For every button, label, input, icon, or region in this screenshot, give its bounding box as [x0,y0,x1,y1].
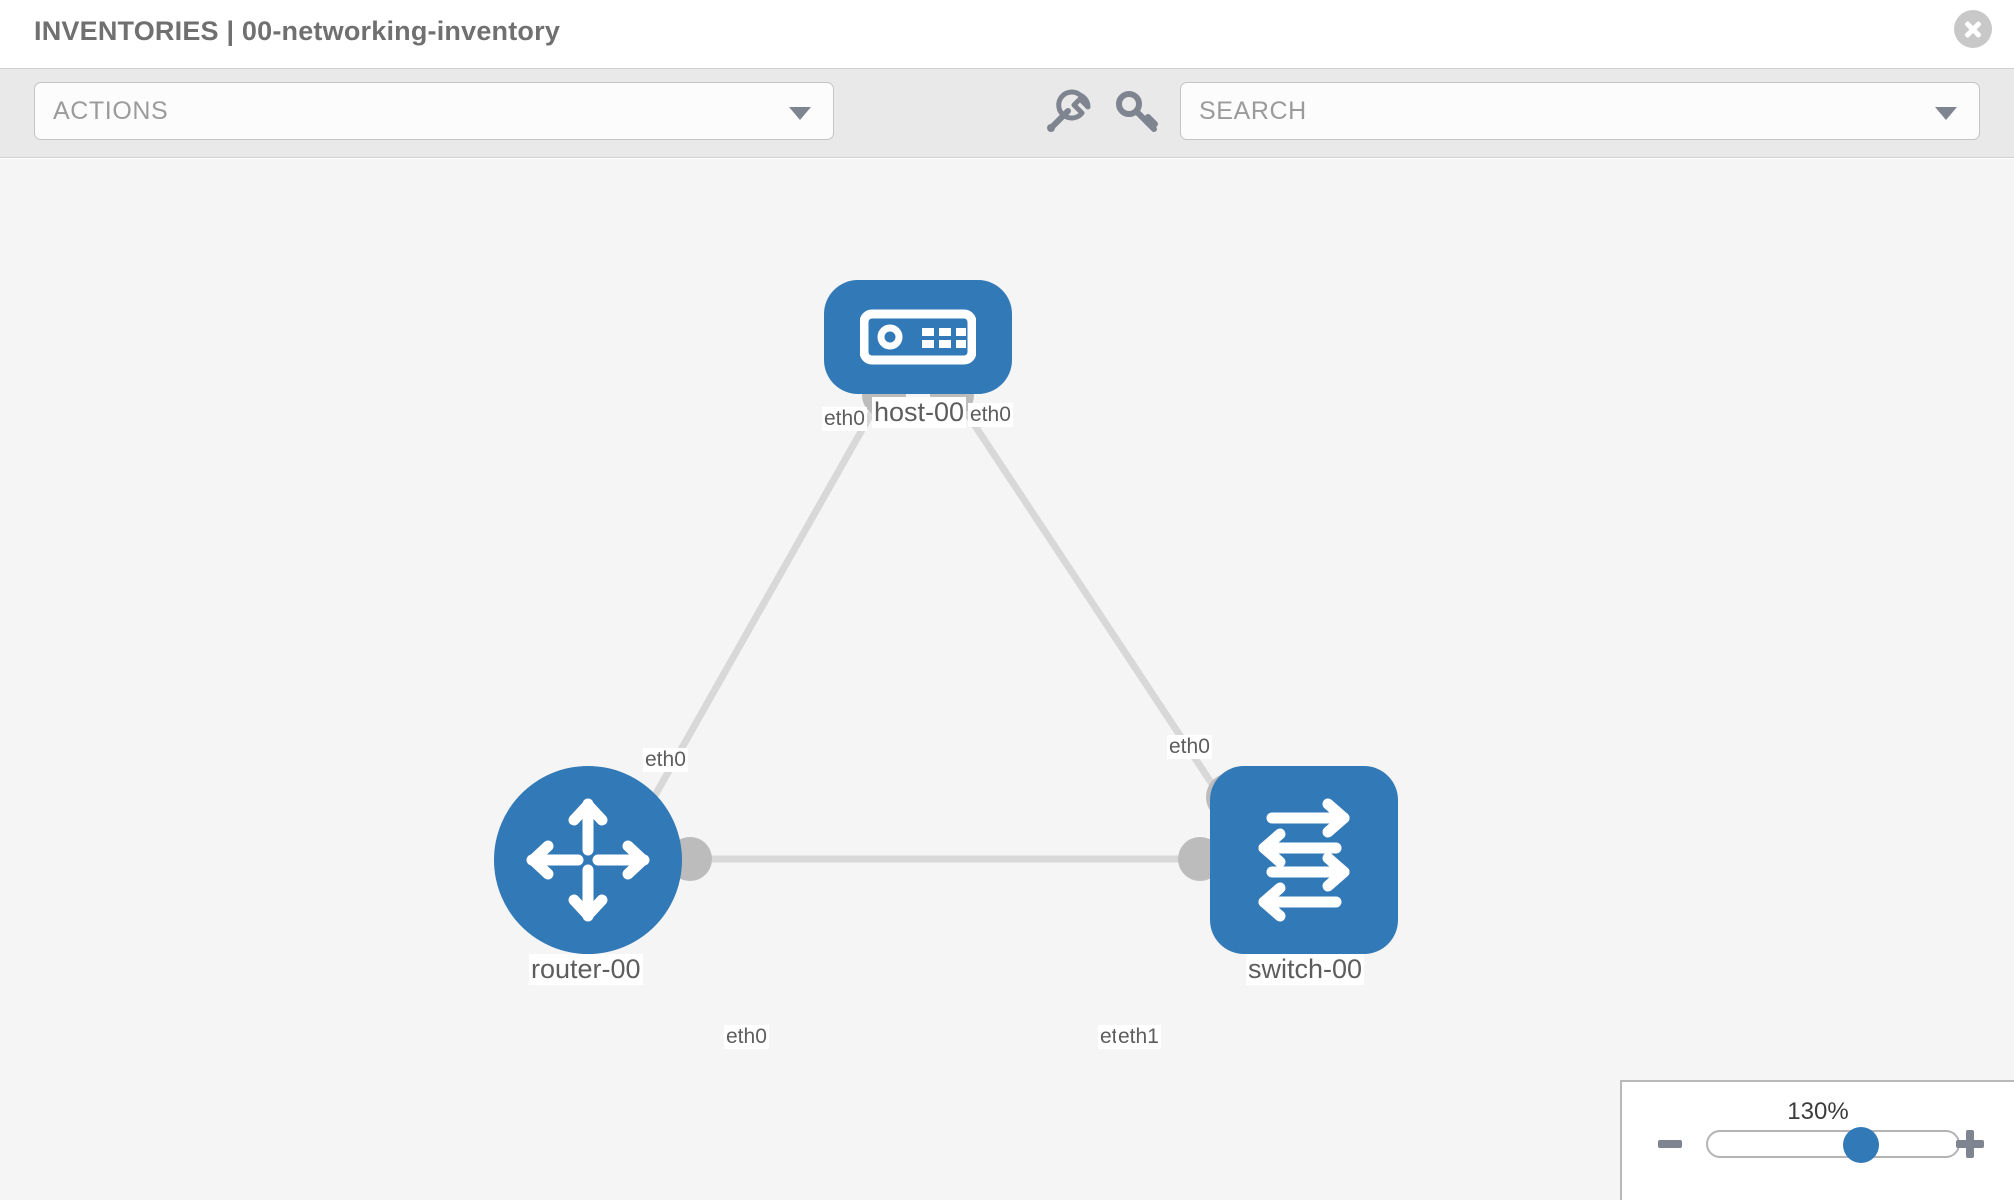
node-host-00-label: host-00 [872,397,967,428]
topology-canvas[interactable]: host-00 router-00 [0,159,2014,1200]
search-input[interactable]: SEARCH [1180,82,1980,140]
topology-edges [632,389,1225,863]
node-switch-00-label: switch-00 [1246,954,1365,985]
page-title: INVENTORIES | 00-networking-inventory [34,16,561,46]
edge-label-router-switch: eth0 [724,1025,769,1049]
page-header: INVENTORIES | 00-networking-inventory [0,0,2014,68]
zoom-percent-label: 130% [1787,1098,1849,1125]
switch-arrows-icon [1258,798,1350,922]
close-icon[interactable] [1954,10,1992,48]
edge-label-switch-router: eth1 [1116,1025,1161,1049]
edge-label-host-switch: eth0 [968,403,1013,427]
node-host-00-shape[interactable] [824,280,1012,394]
zoom-slider-thumb[interactable] [1843,1127,1879,1163]
zoom-control-panel: 130% [1620,1080,2014,1200]
router-arrows-icon [526,798,650,922]
node-router-00-shape[interactable] [494,766,682,954]
wrench-icon[interactable] [1040,85,1092,137]
edge-label-router-host: eth0 [643,748,688,772]
node-router-00-label: router-00 [529,954,643,985]
edge-label-switch-host: eth0 [1167,735,1212,759]
search-placeholder: SEARCH [1199,97,1307,125]
plus-icon[interactable] [1956,1130,1984,1158]
key-icon[interactable] [1110,85,1162,137]
edge-label-host-router: eth0 [822,407,867,431]
node-switch-00[interactable] [1210,766,1398,954]
node-router-00[interactable] [494,766,682,954]
actions-dropdown-label: ACTIONS [53,97,169,125]
server-icon [860,309,976,365]
zoom-slider-track[interactable] [1706,1127,1960,1163]
chevron-down-icon[interactable] [1935,107,1957,120]
toolbar: ACTIONS SEARCH [0,68,2014,158]
minus-icon[interactable] [1658,1140,1682,1148]
node-switch-00-shape[interactable] [1210,766,1398,954]
actions-dropdown[interactable]: ACTIONS [34,82,834,140]
edge-host00-switch00[interactable] [949,389,1225,801]
topology-connectors [668,373,1254,881]
node-host-00[interactable] [824,280,1012,394]
chevron-down-icon [789,107,811,120]
